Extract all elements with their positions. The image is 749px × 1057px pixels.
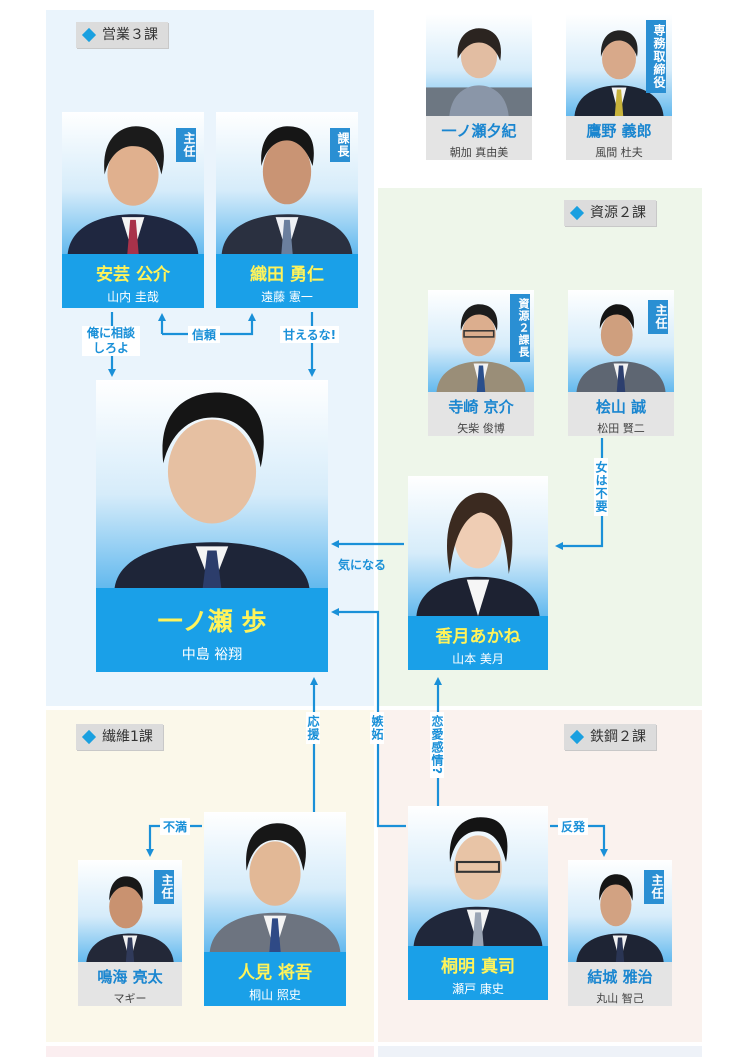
section-tag-label: 資源２課 [590,205,646,221]
section-tag-label: 繊維1課 [102,729,153,745]
section-tag-shigen2: 資源２課 [564,200,656,226]
role-name: 一ノ瀬 歩 [157,607,267,636]
role-name: 桧山 誠 [595,398,647,416]
relation-label-onna-fuyou: 女は不要 [594,458,608,516]
role-name: 織田 勇仁 [250,265,324,285]
portrait-icon [436,304,526,392]
diamond-icon [569,205,585,221]
character-photo [96,380,328,588]
character-plate: 安芸 公介山内 圭哉 [62,254,204,308]
character-plate: 香月あかね山本 美月 [408,616,548,670]
actor-name: 松田 賢二 [597,422,645,435]
character-card-aki[interactable]: 主任 安芸 公介山内 圭哉 [62,112,204,308]
actor-name: 朝加 真由美 [449,146,509,159]
actor-name: 山本 美月 [452,652,504,666]
character-plate: 織田 勇仁遠藤 憲一 [216,254,358,308]
role-name: 鷹野 義郎 [586,122,652,140]
role-name: 桐明 真司 [441,957,515,977]
character-photo [204,812,346,952]
character-plate: 鷹野 義郎風間 杜夫 [566,116,672,160]
character-card-kiriaki[interactable]: 桐明 真司瀬戸 康史 [408,806,548,1000]
portrait-icon [86,876,174,962]
role-name: 鳴海 亮太 [97,968,163,986]
actor-name: 遠藤 憲一 [261,290,313,304]
title-badge: 課長 [330,128,350,162]
relation-label-kininaru: 気になる [338,558,387,572]
character-plate: 桐明 真司瀬戸 康史 [408,946,548,1000]
character-card-akane[interactable]: 香月あかね山本 美月 [408,476,548,670]
actor-name: マギー [113,992,147,1005]
actor-name: 丸山 智己 [596,992,644,1005]
role-name: 一ノ瀬夕紀 [441,122,517,140]
actor-name: 風間 杜夫 [595,146,643,159]
portrait-icon [576,874,664,962]
role-name: 安芸 公介 [96,265,170,285]
title-badge: 資源２課長 [510,294,530,362]
actor-name: 矢柴 俊博 [457,422,505,435]
character-plate: 桧山 誠松田 賢二 [568,392,674,436]
character-plate: 一ノ瀬夕紀朝加 真由美 [426,116,532,160]
character-photo [408,806,548,946]
portrait-icon [209,823,341,952]
character-card-ichinose-yuki[interactable]: 一ノ瀬夕紀朝加 真由美 [426,14,532,160]
character-plate: 結城 雅治丸山 智己 [568,962,672,1006]
section-tag-tekko2: 鉄鋼２課 [564,724,656,750]
relation-label-fuman: 不満 [160,818,191,835]
relation-label-renai: 恋愛感情? [430,712,444,778]
character-card-hiyama[interactable]: 主任 桧山 誠松田 賢二 [568,290,674,436]
role-name: 人見 将吾 [238,963,312,983]
portrait-icon [67,126,199,254]
character-plate: 人見 将吾桐山 照史 [204,952,346,1006]
character-card-ayumu[interactable]: 一ノ瀬 歩中島 裕翔 [96,380,328,672]
section-next-right-bg [378,1046,702,1057]
portrait-icon [221,126,353,254]
portrait-icon [426,28,532,116]
section-tag-seni1: 繊維1課 [76,724,163,750]
character-photo [408,476,548,616]
actor-name: 瀬戸 康史 [452,982,504,996]
character-card-terasaki[interactable]: 資源２課長 寺崎 京介矢柴 俊博 [428,290,534,436]
portrait-icon [114,392,310,588]
portrait-icon [413,817,543,946]
character-card-yuki[interactable]: 主任 結城 雅治丸山 智己 [568,860,672,1006]
character-photo [426,14,532,116]
role-name: 結城 雅治 [587,968,653,986]
actor-name: 桐山 照史 [249,988,301,1002]
character-plate: 鳴海 亮太マギー [78,962,182,1006]
role-name: 香月あかね [435,627,521,647]
diamond-icon [81,729,97,745]
title-badge: 専務取締役 [646,20,666,93]
relation-label-shitto: 嫉妬 [370,712,384,744]
relation-label-hanpatsu: 反発 [558,818,589,835]
section-next-left-bg [46,1046,374,1057]
diamond-icon [569,729,585,745]
character-card-oda[interactable]: 課長 織田 勇仁遠藤 憲一 [216,112,358,308]
section-tag-label: 鉄鋼２課 [590,729,646,745]
relation-label-ouen: 応援 [306,712,320,744]
title-badge: 主任 [154,870,174,904]
portrait-icon [574,30,664,116]
character-plate: 一ノ瀬 歩中島 裕翔 [96,588,328,672]
character-card-takano[interactable]: 専務取締役 鷹野 義郎風間 杜夫 [566,14,672,160]
relation-label-shinrai: 信頼 [188,326,221,343]
character-card-narumi[interactable]: 主任 鳴海 亮太マギー [78,860,182,1006]
title-badge: 主任 [176,128,196,162]
relation-label-soudan: 俺に相談しろよ [82,326,140,356]
character-plate: 寺崎 京介矢柴 俊博 [428,392,534,436]
section-tag-eigyo3: 営業３課 [76,22,168,48]
actor-name: 中島 裕翔 [181,647,243,663]
actor-name: 山内 圭哉 [107,290,159,304]
title-badge: 主任 [648,300,668,334]
role-name: 寺崎 京介 [448,398,514,416]
title-badge: 主任 [644,870,664,904]
section-tag-label: 営業３課 [102,27,158,43]
portrait-icon [416,492,540,616]
diamond-icon [81,27,97,43]
portrait-icon [576,304,666,392]
relation-label-amaeruna: 甘えるな! [280,326,340,343]
character-card-hitomi[interactable]: 人見 将吾桐山 照史 [204,812,346,1006]
